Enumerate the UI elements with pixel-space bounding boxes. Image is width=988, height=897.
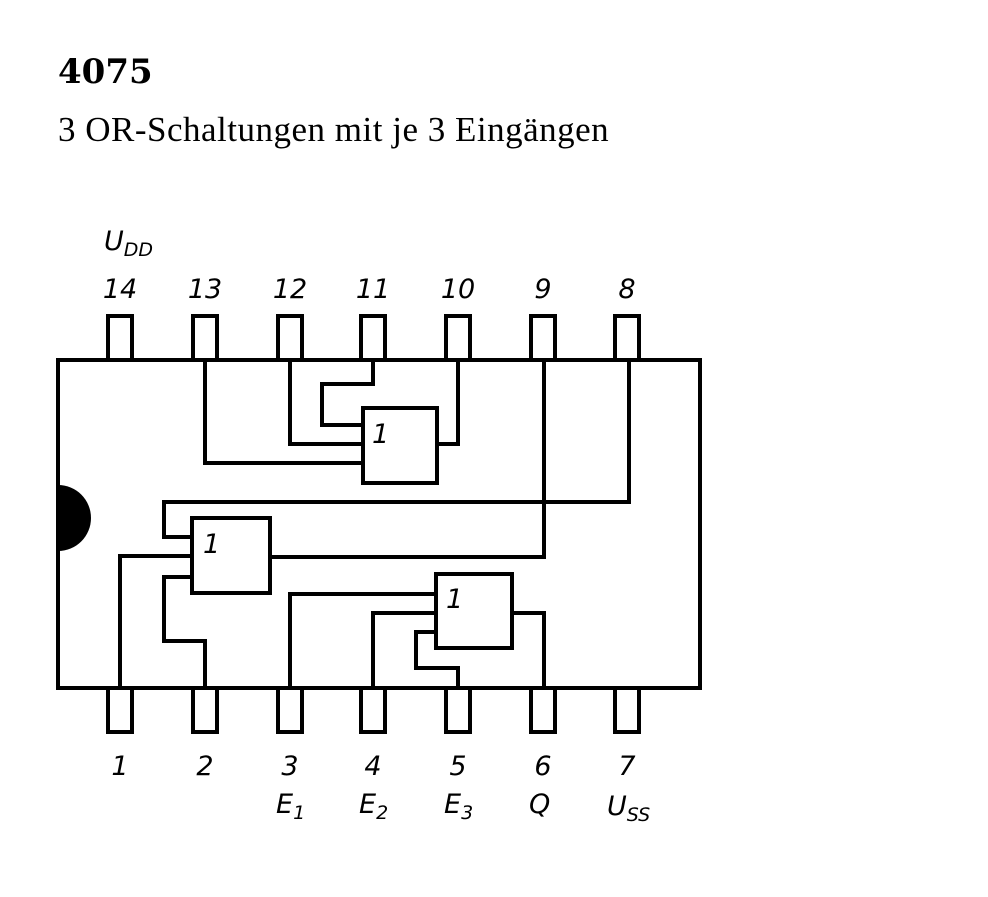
or-gate-3: 1 — [288, 572, 546, 688]
pin-number-label: 2 — [196, 751, 213, 782]
gate-label: 1 — [203, 529, 220, 560]
pin-top-14 — [106, 314, 134, 362]
signal-label: Q — [529, 789, 550, 820]
pin-top-11 — [359, 314, 387, 362]
signal-label: E2 — [359, 789, 388, 824]
pin-number-label: 14 — [103, 274, 137, 305]
or-gate-2: 1 — [118, 360, 631, 688]
pin-top-10 — [444, 314, 472, 362]
pin-number-label: 5 — [449, 751, 466, 782]
pin-bottom-3 — [276, 686, 304, 734]
pin-number-label: 9 — [534, 274, 551, 305]
gate-label: 1 — [372, 419, 389, 450]
or-gate-1: 1 — [203, 360, 460, 485]
signal-label: E1 — [276, 789, 305, 824]
pin-bottom-4 — [359, 686, 387, 734]
pin-bottom-1 — [106, 686, 134, 734]
pin-number-label: 13 — [188, 274, 222, 305]
pin-bottom-2 — [191, 686, 219, 734]
pin-bottom-6 — [529, 686, 557, 734]
pin-bottom-5 — [444, 686, 472, 734]
gate-label: 1 — [446, 584, 463, 615]
pin-number-label: 8 — [618, 274, 635, 305]
pin-number-label: 6 — [534, 751, 551, 782]
pin-number-label: 7 — [618, 751, 635, 782]
pin-top-12 — [276, 314, 304, 362]
orientation-notch — [58, 485, 91, 551]
pin-number-label: 10 — [441, 274, 475, 305]
supply-top-label: UDD — [104, 226, 153, 261]
pin-top-13 — [191, 314, 219, 362]
pin-number-label: 11 — [356, 274, 390, 305]
chip-number: 4075 — [58, 52, 153, 92]
pin-number-label: 4 — [364, 751, 381, 782]
supply-bottom-label: USS — [607, 791, 650, 826]
chip-description: 3 OR-Schaltungen mit je 3 Eingängen — [58, 110, 610, 149]
pin-number-label: 3 — [281, 751, 298, 782]
pin-number-label: 12 — [273, 274, 307, 305]
pin-bottom-7 — [613, 686, 641, 734]
pin-top-8 — [613, 314, 641, 362]
pin-top-9 — [529, 314, 557, 362]
signal-label: E3 — [444, 789, 473, 824]
pin-number-label: 1 — [111, 751, 128, 782]
